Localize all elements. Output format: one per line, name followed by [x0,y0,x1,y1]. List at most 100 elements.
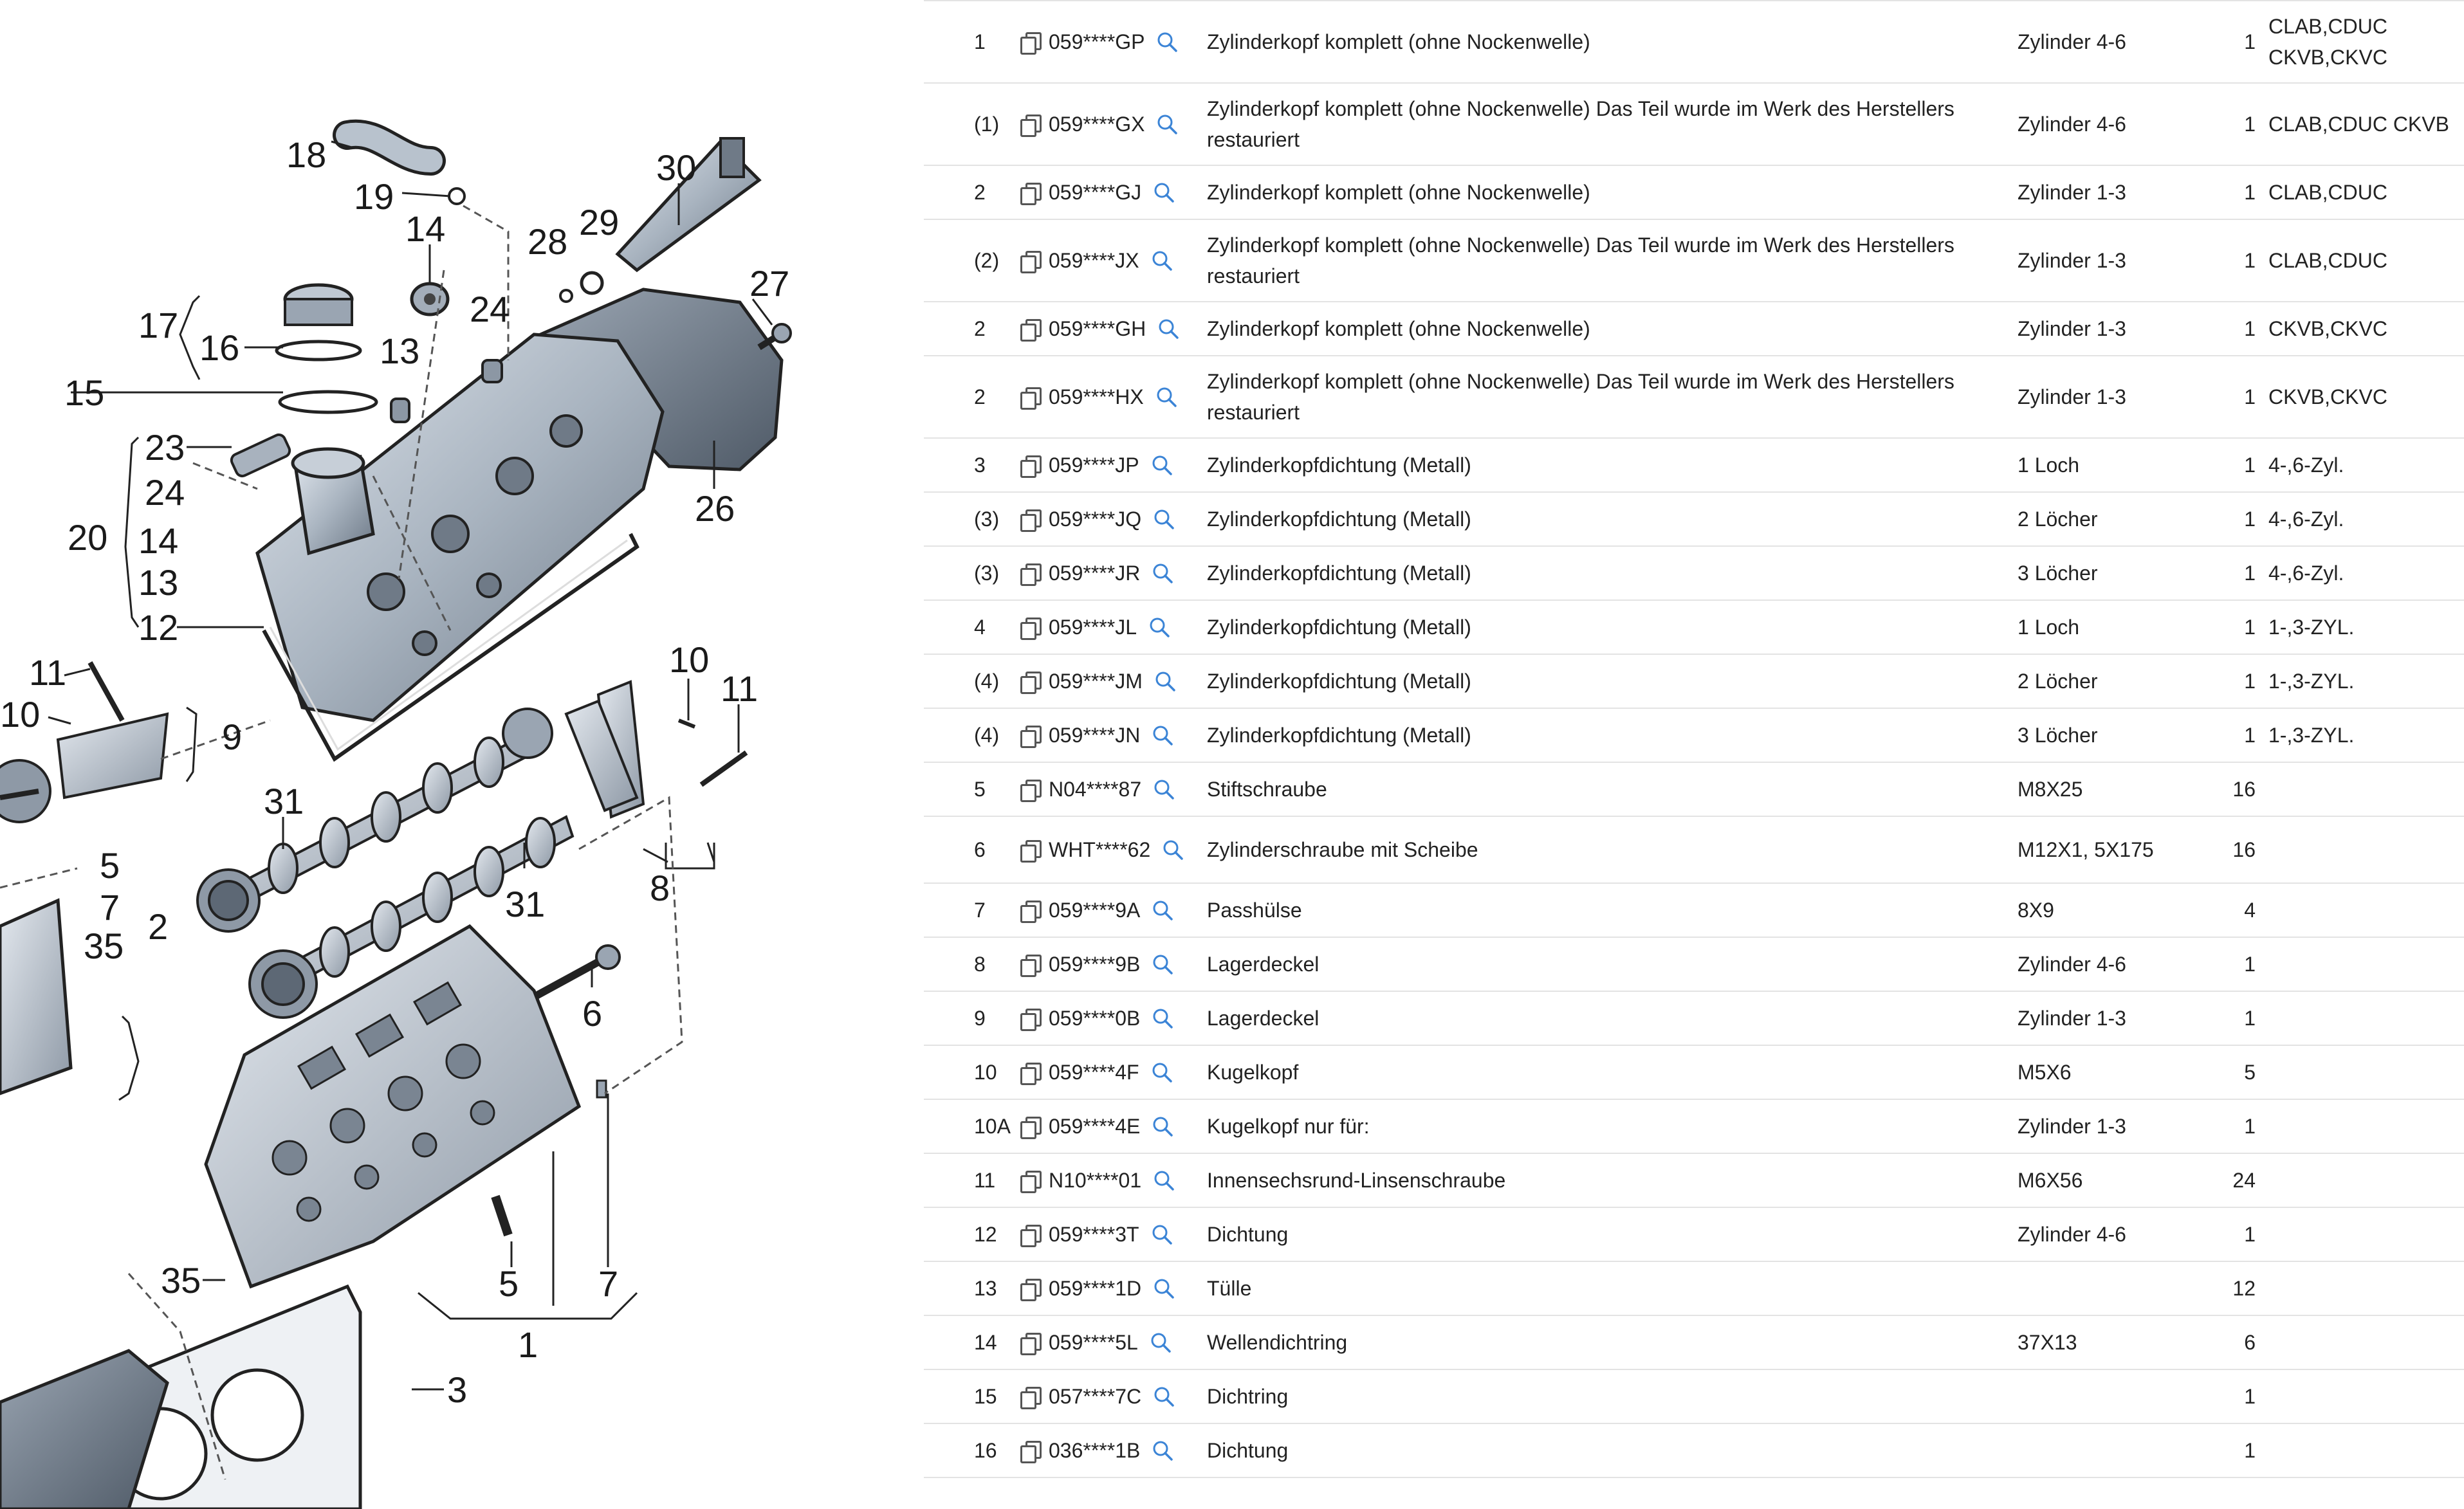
copy-icon[interactable] [1020,672,1042,694]
copy-icon[interactable] [1020,780,1042,802]
table-row[interactable]: 10 059****4F Kugelkopf M5X6 5 [924,1045,2464,1100]
table-row[interactable]: 11 N10****01 Innensechsrund-Linsenschrau… [924,1153,2464,1208]
copy-icon[interactable] [1020,1117,1042,1139]
search-icon[interactable] [1150,1331,1172,1353]
search-icon[interactable] [1152,562,1173,584]
engine-codes-cell [2268,1207,2464,1262]
search-icon[interactable] [1162,839,1184,861]
description-cell: Zylinderkopfdichtung (Metall) [1207,654,2018,709]
position-cell: 2 [924,165,1020,220]
table-row[interactable]: (2) 059****JX Zylinderkopf komplett (ohn… [924,219,2464,302]
table-row[interactable]: 3 059****JP Zylinderkopfdichtung (Metall… [924,438,2464,493]
copy-icon[interactable] [1020,840,1042,863]
table-row[interactable]: 7 059****9A Passhülse 8X9 4 [924,883,2464,938]
table-row[interactable]: 6 WHT****62 Zylinderschraube mit Scheibe… [924,816,2464,884]
search-icon[interactable] [1152,899,1173,921]
diagram-callout: 35 [84,926,124,966]
copy-icon[interactable] [1020,1009,1042,1031]
copy-icon[interactable] [1020,1441,1042,1463]
search-icon[interactable] [1154,670,1176,692]
search-icon[interactable] [1153,1169,1175,1191]
search-icon[interactable] [1153,1277,1175,1299]
engine-codes-cell: CKVB,CKVC [2268,356,2464,439]
table-row[interactable]: 10A 059****4E Kugelkopf nur für: Zylinde… [924,1099,2464,1154]
search-icon[interactable] [1148,616,1170,638]
table-row[interactable]: 2 059****HX Zylinderkopf komplett (ohne … [924,356,2464,439]
search-icon[interactable] [1152,1007,1173,1029]
part-spec: 2 Löcher [2018,670,2098,693]
table-row[interactable]: 5 N04****87 Stiftschraube M8X25 16 [924,762,2464,817]
table-row[interactable]: 13 059****1D Tülle 12 [924,1261,2464,1316]
search-icon[interactable] [1156,31,1178,53]
table-row[interactable]: (3) 059****JQ Zylinderkopfdichtung (Meta… [924,492,2464,547]
position-number: 12 [974,1223,997,1246]
copy-icon[interactable] [1020,455,1042,478]
part-spec: Zylinder 1-3 [2018,1115,2126,1138]
copy-icon[interactable] [1020,901,1042,923]
diagram-callout: 26 [695,488,735,529]
copy-icon[interactable] [1020,617,1042,640]
table-row[interactable]: 9 059****0B Lagerdeckel Zylinder 1-3 1 [924,991,2464,1046]
diagram-callout: 7 [100,887,120,928]
search-icon[interactable] [1152,724,1173,746]
copy-icon[interactable] [1020,1333,1042,1355]
table-row[interactable]: (4) 059****JM Zylinderkopfdichtung (Meta… [924,654,2464,709]
search-icon[interactable] [1155,386,1177,408]
table-row[interactable]: 4 059****JL Zylinderkopfdichtung (Metall… [924,600,2464,655]
engine-codes-cell [2268,1423,2464,1478]
copy-icon[interactable] [1020,32,1042,55]
search-icon[interactable] [1157,318,1179,340]
copy-icon[interactable] [1020,955,1042,977]
part-quantity: 1 [2244,1007,2256,1030]
table-row[interactable]: 12 059****3T Dichtung Zylinder 4-6 1 [924,1207,2464,1262]
table-row[interactable]: (4) 059****JN Zylinderkopfdichtung (Meta… [924,708,2464,763]
copy-icon[interactable] [1020,1171,1042,1193]
copy-icon[interactable] [1020,319,1042,342]
copy-icon[interactable] [1020,726,1042,748]
table-row[interactable]: 8 059****9B Lagerdeckel Zylinder 4-6 1 [924,937,2464,992]
copy-icon[interactable] [1020,563,1042,586]
diagram-callout: 24 [470,289,510,329]
search-icon[interactable] [1153,508,1175,530]
engine-codes-cell: 1-,3-ZYL. [2268,708,2464,763]
copy-icon[interactable] [1020,1279,1042,1301]
table-row[interactable]: 14 059****5L Wellendichtring 37X13 6 [924,1315,2464,1370]
copy-icon[interactable] [1020,114,1042,137]
search-icon[interactable] [1153,181,1175,203]
description-cell: Innensechsrund-Linsenschraube [1207,1153,2018,1208]
table-row[interactable]: (1) 059****GX Zylinderkopf komplett (ohn… [924,83,2464,166]
spec-cell: Zylinder 4-6 [2018,83,2217,166]
position-number: 13 [974,1277,997,1300]
search-icon[interactable] [1153,778,1175,800]
table-row[interactable]: 1 059****GP Zylinderkopf komplett (ohne … [924,0,2464,84]
copy-icon[interactable] [1020,183,1042,205]
search-icon[interactable] [1151,454,1173,476]
copy-icon[interactable] [1020,251,1042,273]
search-icon[interactable] [1156,113,1178,135]
search-icon[interactable] [1151,1061,1173,1083]
search-icon[interactable] [1152,1115,1173,1137]
table-row[interactable]: 2 059****GJ Zylinderkopf komplett (ohne … [924,165,2464,220]
table-row[interactable]: 15 057****7C Dichtring 1 [924,1369,2464,1424]
diagram-callout: 17 [138,305,178,345]
copy-icon[interactable] [1020,387,1042,410]
copy-icon[interactable] [1020,1387,1042,1409]
search-icon[interactable] [1151,250,1173,271]
part-spec: 1 Loch [2018,453,2080,477]
search-icon[interactable] [1151,1223,1173,1245]
engine-codes: 1-,3-ZYL. [2268,616,2355,639]
position-cell: 13 [924,1261,1020,1316]
table-row[interactable]: 2 059****GH Zylinderkopf komplett (ohne … [924,302,2464,356]
search-icon[interactable] [1152,1440,1173,1461]
description-cell: Dichtring [1207,1369,2018,1424]
part-number-cell: 059****3T [1020,1207,1207,1262]
search-icon[interactable] [1153,1386,1175,1407]
copy-icon[interactable] [1020,1225,1042,1247]
diagram-callout: 23 [145,427,185,468]
table-row[interactable]: (3) 059****JR Zylinderkopfdichtung (Meta… [924,546,2464,601]
copy-icon[interactable] [1020,1063,1042,1085]
search-icon[interactable] [1152,953,1173,975]
spec-cell: M8X25 [2018,762,2217,817]
copy-icon[interactable] [1020,509,1042,532]
table-row[interactable]: 16 036****1B Dichtung 1 [924,1423,2464,1478]
